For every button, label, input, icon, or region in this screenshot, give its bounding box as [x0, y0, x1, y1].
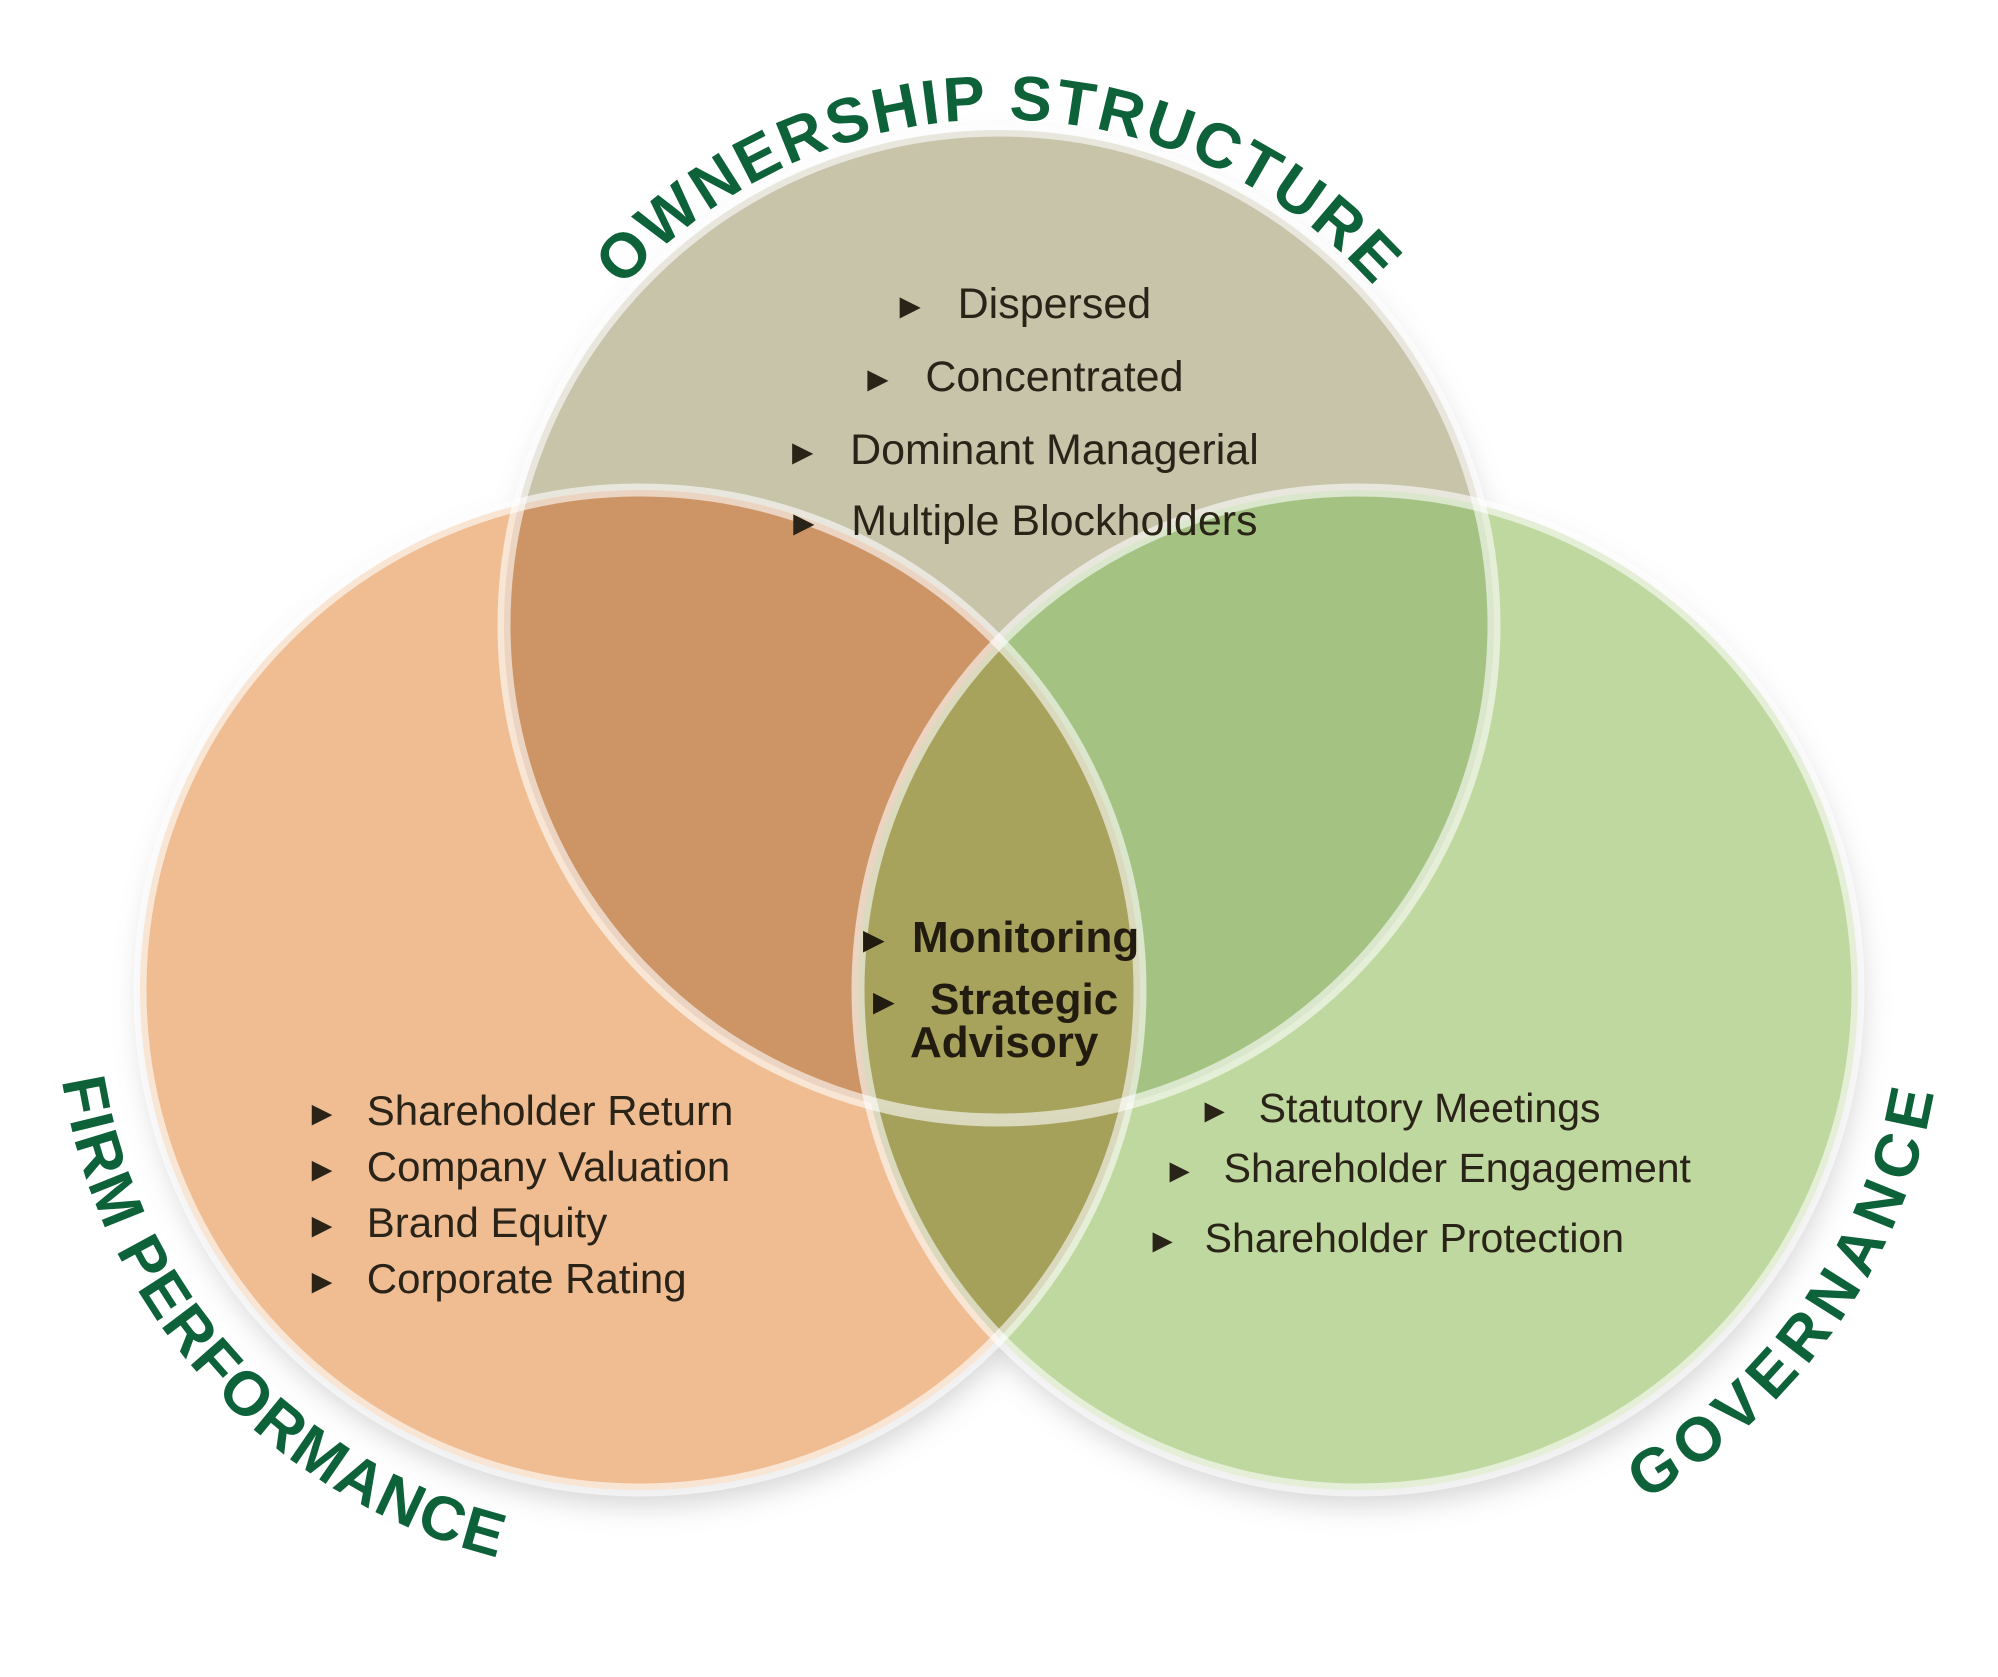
firm-performance-circle-rim — [133, 483, 1147, 1497]
list-item: ► Corporate Rating — [305, 1255, 687, 1302]
ownership-circle-rim — [497, 123, 1501, 1127]
bullet-icon: ► — [860, 360, 895, 399]
ownership-item-list: ► Dispersed ► Concentrated ► Dominant Ma… — [785, 280, 1259, 545]
list-item-label: Corporate Rating — [367, 1255, 687, 1302]
list-item-label: Dominant Managerial — [850, 426, 1259, 474]
center-item-label: Strategic — [930, 975, 1118, 1024]
list-item: ► Company Valuation — [305, 1143, 730, 1190]
list-item-label: Shareholder Return — [367, 1087, 734, 1134]
list-item: ► Brand Equity — [305, 1199, 607, 1246]
list-item-label: Brand Equity — [367, 1199, 607, 1246]
list-item: ► Shareholder Return — [305, 1087, 733, 1134]
bullet-icon: ► — [893, 287, 928, 326]
bullet-icon: ► — [305, 1207, 339, 1245]
list-item-label: Statutory Meetings — [1259, 1085, 1601, 1131]
list-item: ► Multiple Blockholders — [786, 497, 1257, 545]
list-item: ► Concentrated — [860, 353, 1183, 401]
center-item-list: ► Monitoring ► Strategic Advisory — [856, 913, 1139, 1067]
list-item: ► Dispersed — [893, 280, 1151, 328]
list-item-label: Multiple Blockholders — [851, 497, 1257, 545]
list-item: ► Dominant Managerial — [785, 426, 1259, 474]
center-item-label: Monitoring — [912, 913, 1139, 962]
list-item-label: Dispersed — [958, 280, 1152, 328]
bullet-icon: ► — [866, 981, 902, 1022]
list-item-label: Concentrated — [925, 353, 1183, 401]
list-item: ► Statutory Meetings — [1198, 1085, 1601, 1131]
bullet-icon: ► — [305, 1263, 339, 1301]
list-item: ► Shareholder Engagement — [1163, 1145, 1692, 1191]
bullet-icon: ► — [1163, 1153, 1196, 1190]
firm-performance-item-list: ► Shareholder Return ► Company Valuation… — [305, 1087, 733, 1302]
center-item-strategic: ► Strategic — [866, 975, 1118, 1024]
bullet-icon: ► — [786, 504, 821, 543]
center-item-label: Advisory — [910, 1018, 1099, 1067]
list-item-label: Company Valuation — [367, 1143, 730, 1190]
list-item-label: Shareholder Engagement — [1224, 1145, 1692, 1191]
bullet-icon: ► — [1146, 1223, 1179, 1260]
governance-circle-rim — [851, 483, 1865, 1497]
bullet-icon: ► — [305, 1095, 339, 1133]
center-item-monitoring: ► Monitoring — [856, 913, 1139, 962]
governance-item-list: ► Statutory Meetings ► Shareholder Engag… — [1146, 1085, 1692, 1261]
bullet-icon: ► — [856, 919, 892, 960]
bullet-icon: ► — [1198, 1093, 1231, 1130]
list-item: ► Shareholder Protection — [1146, 1215, 1624, 1261]
bullet-icon: ► — [785, 433, 820, 472]
bullet-icon: ► — [305, 1151, 339, 1189]
list-item-label: Shareholder Protection — [1205, 1215, 1624, 1261]
center-item-advisory: Advisory — [910, 1018, 1099, 1067]
